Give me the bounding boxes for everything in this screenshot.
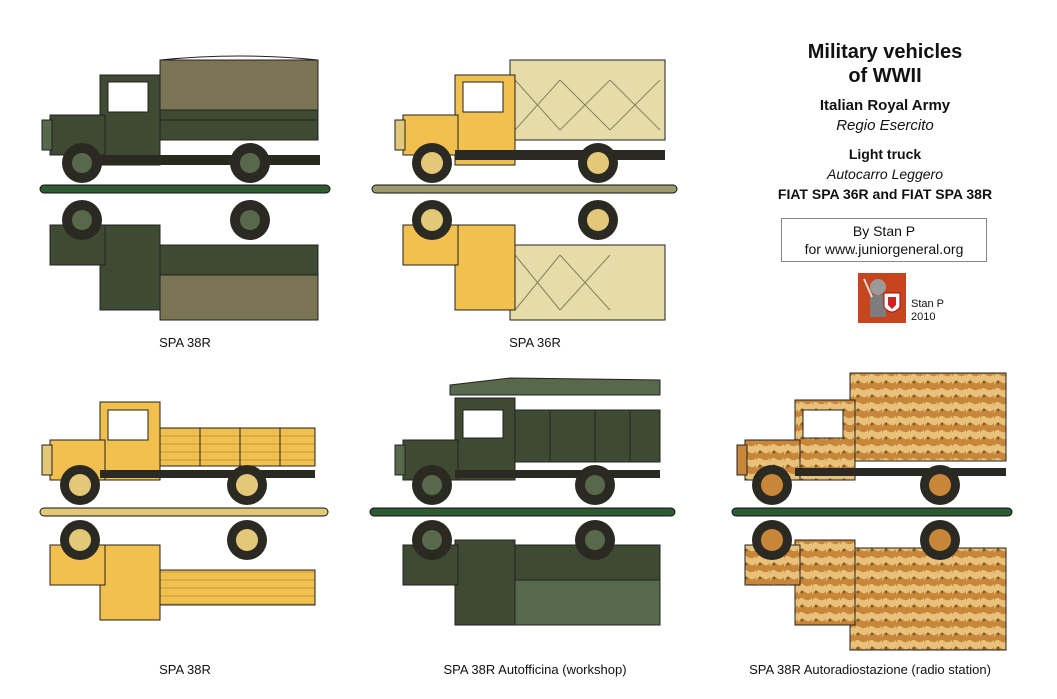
caption-vehicle-4: SPA 38R Autofficina (workshop) <box>443 662 627 677</box>
caption-vehicle-1: SPA 38R <box>159 335 211 350</box>
truck-autofficina-side <box>394 377 661 481</box>
caption-vehicle-2: SPA 36R <box>509 335 561 350</box>
sheet-title: Military vehicles of WWII <box>760 40 1010 88</box>
truck-spa36r-yellow-top <box>402 200 666 321</box>
truck-spa38r-olive-side <box>41 55 320 166</box>
truck-spa38r-olive-top <box>49 200 319 321</box>
truck-autoradiostazione-wheels <box>752 465 960 505</box>
army-name-italian: Regio Esercito <box>836 117 934 134</box>
truck-spa38r-yellow-wheels <box>60 465 267 505</box>
truck-autofficina-wheels <box>412 465 615 505</box>
knight-shield-icon <box>858 273 906 323</box>
caption-vehicle-3: SPA 38R <box>159 662 211 677</box>
army-name: Italian Royal Army <box>819 97 951 114</box>
base-strip-3 <box>39 507 329 517</box>
base-strip-1 <box>39 184 331 194</box>
credit-author: By Stan P <box>852 223 916 239</box>
author-logo <box>858 273 906 323</box>
truck-spa38r-olive-wheels <box>62 143 270 183</box>
vehicle-type: Light truck <box>848 146 922 162</box>
vehicle-type-italian: Autocarro Leggero <box>827 166 943 182</box>
truck-spa36r-yellow-side <box>394 59 666 166</box>
vehicle-models: FIAT SPA 36R and FIAT SPA 38R <box>777 186 993 202</box>
truck-spa36r-yellow-wheels <box>412 143 618 183</box>
truck-autoradiostazione-side <box>736 372 1007 481</box>
truck-autofficina-top <box>402 520 661 626</box>
caption-vehicle-5: SPA 38R Autoradiostazione (radio station… <box>749 662 991 677</box>
base-strip-4 <box>369 507 676 517</box>
logo-year: 2010 <box>911 311 936 323</box>
credit-site[interactable]: for www.juniorgeneral.org <box>804 241 964 257</box>
title-line-2: of WWII <box>848 65 922 87</box>
truck-autoradiostazione-top <box>744 520 1007 651</box>
logo-caption: Stan P 2010 <box>911 298 944 324</box>
truck-spa38r-yellow-top <box>49 520 316 621</box>
logo-name: Stan P <box>911 298 945 310</box>
base-strip-2 <box>371 184 678 194</box>
credit-box: By Stan P for www.juniorgeneral.org <box>781 218 987 262</box>
title-line-1: Military vehicles <box>807 41 963 63</box>
base-strip-5 <box>731 507 1013 517</box>
